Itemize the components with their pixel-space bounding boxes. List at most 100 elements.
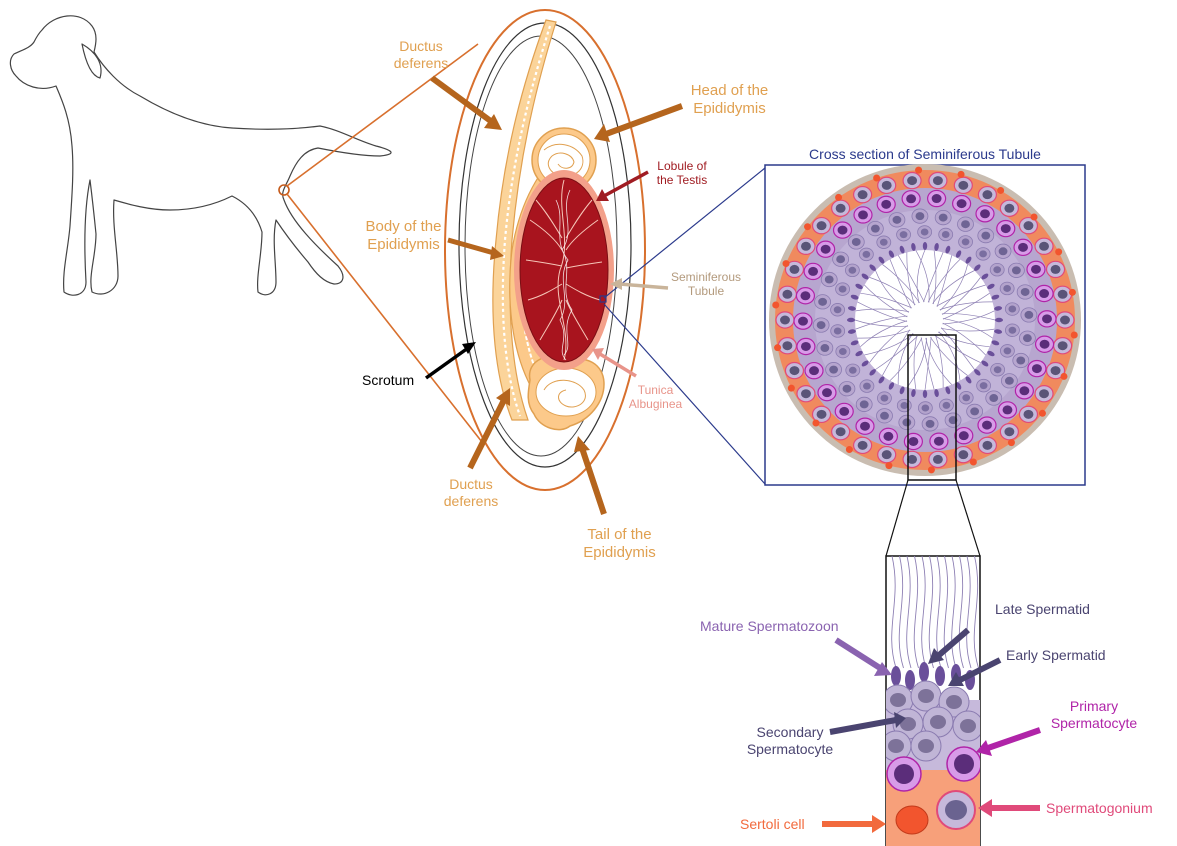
tubule-cell-nucleus — [900, 402, 908, 409]
tubule-cell-nucleus — [1040, 340, 1050, 349]
tubule-cell-nucleus — [932, 194, 942, 203]
tubule-cell-nucleus — [939, 214, 948, 222]
tubule-cell-nucleus — [943, 402, 951, 409]
tubule-cell-nucleus — [980, 382, 988, 389]
tubule-cell-nucleus — [908, 437, 918, 446]
tubule-cell-nucleus — [1039, 242, 1049, 251]
strip-secondary-nucleus — [890, 693, 906, 707]
tubule-cell-nucleus — [906, 194, 916, 203]
sertoli-nucleus — [1069, 289, 1076, 296]
strip-spermatid — [891, 666, 901, 686]
label-line: Epididymis — [682, 100, 777, 118]
strip-secondary-nucleus — [960, 719, 976, 733]
tubule-cell-nucleus — [880, 239, 888, 246]
tubule-cell-nucleus — [881, 395, 889, 402]
tubule-cell-nucleus — [858, 210, 868, 219]
tubule-cell-nucleus — [780, 316, 790, 325]
sertoli-nucleus — [958, 171, 965, 178]
label-body-epididymis: Body of the Epididymis — [356, 218, 451, 253]
tubule-cell-nucleus — [1009, 327, 1017, 334]
label-line: Albuginea — [618, 397, 693, 411]
sertoli-nucleus — [1055, 248, 1062, 255]
tubule-cell-nucleus — [893, 216, 902, 224]
tubule-cell-nucleus — [900, 231, 908, 238]
sertoli-nucleus — [997, 187, 1004, 194]
label-head-epididymis: Head of the Epididymis — [682, 82, 777, 117]
label-line: the Testis — [646, 173, 718, 187]
label-line: Body of the — [356, 218, 451, 236]
tubule-cell-nucleus — [1039, 289, 1049, 298]
tubule-cell-nucleus — [926, 420, 935, 428]
tubule-cell-nucleus — [843, 385, 852, 393]
cross-section-panel — [765, 164, 1085, 485]
tubule-cell-nucleus — [1018, 243, 1028, 252]
tubule-cell-nucleus — [801, 342, 811, 351]
tubule-cell-nucleus — [882, 450, 892, 459]
sertoli-nucleus — [1060, 373, 1067, 380]
label-early-spermatid: Early Spermatid — [1006, 647, 1106, 664]
tubule-cell-nucleus — [959, 431, 969, 440]
strip-secondary-nucleus — [918, 689, 934, 703]
sertoli-nucleus — [846, 446, 853, 453]
label-line: Epididymis — [572, 544, 667, 562]
spermatid-head — [995, 318, 1003, 322]
label-line: Spermatocyte — [1036, 715, 1152, 732]
zoomed-strip — [881, 556, 983, 846]
label-line: Seminiferous — [666, 270, 746, 284]
tubule-cell-nucleus — [933, 176, 943, 185]
label-line: Tunica — [618, 383, 693, 397]
tubule-cell-nucleus — [836, 427, 846, 436]
tubule-cell-nucleus — [800, 291, 810, 300]
tubule-cell-nucleus — [958, 450, 968, 459]
tubule-cell-nucleus — [834, 327, 842, 334]
tubule-cell-nucleus — [999, 247, 1008, 255]
tubule-cell-nucleus — [1058, 290, 1068, 299]
tubule-cell-nucleus — [836, 255, 845, 263]
tubule-cell-nucleus — [808, 267, 818, 276]
tubule-cell-nucleus — [790, 265, 800, 274]
tubule-cell-nucleus — [836, 204, 846, 213]
label-ductus-deferens-bottom: Ductus deferens — [436, 476, 506, 509]
tubule-cell-nucleus — [839, 407, 849, 416]
tubule-cell-nucleus — [782, 290, 792, 299]
tubule-cell-nucleus — [916, 212, 925, 220]
tubule-cell-nucleus — [989, 394, 998, 402]
tubule-cell-nucleus — [981, 232, 990, 240]
sertoli-nucleus — [783, 260, 790, 267]
tubule-cell-nucleus — [825, 276, 834, 284]
label-line: Ductus — [436, 476, 506, 493]
tubule-cell-nucleus — [1004, 204, 1014, 213]
tubule-cell-nucleus — [1003, 405, 1013, 414]
tubule-cell-nucleus — [871, 225, 880, 233]
tubule-cell-nucleus — [782, 341, 792, 350]
tubule-cell-nucleus — [1024, 311, 1033, 319]
tubule-cell-nucleus — [1042, 314, 1052, 323]
spermatid-head — [923, 242, 927, 250]
label-line: Head of the — [682, 82, 777, 100]
strip-spermatid — [935, 666, 945, 686]
tubule-cell-nucleus — [1058, 341, 1068, 350]
strip-primary-nucleus — [894, 764, 914, 784]
tubule-cell-nucleus — [1051, 265, 1061, 274]
sertoli-nucleus — [928, 466, 935, 473]
tubule-cell-nucleus — [838, 226, 848, 235]
tubule-cell-nucleus — [852, 238, 861, 246]
zoom-lines-testis — [604, 168, 765, 484]
tubule-cell-nucleus — [839, 348, 847, 355]
sertoli-nucleus — [885, 462, 892, 469]
tubule-cell-nucleus — [822, 388, 832, 397]
strip-secondary-nucleus — [946, 695, 962, 709]
label-line: Lobule of — [646, 159, 718, 173]
sertoli-nucleus — [970, 458, 977, 465]
tubule-cell-nucleus — [880, 412, 889, 420]
tubule-cell-nucleus — [839, 286, 847, 293]
sertoli-nucleus — [915, 167, 922, 174]
tubule-cell-nucleus — [863, 251, 871, 258]
strip-secondary-nucleus — [888, 739, 904, 753]
strip-primary-nucleus — [954, 754, 974, 774]
tubule-cell-nucleus — [1005, 377, 1014, 385]
label-line: Epididymis — [356, 236, 451, 254]
tubule-cell-nucleus — [1024, 221, 1034, 230]
sertoli-nucleus — [1071, 331, 1078, 338]
